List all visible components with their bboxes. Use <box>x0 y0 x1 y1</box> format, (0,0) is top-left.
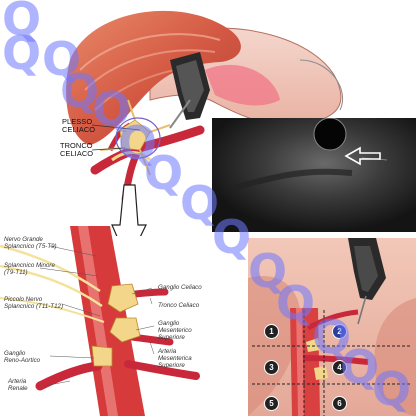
injection-site-6-badge: 6 <box>332 396 347 411</box>
injection-site-4-badge: 4 <box>332 360 347 375</box>
ultrasound-arrow-icon <box>344 146 381 166</box>
celiac-trunk-label-bottom: Tronco Celiaco <box>158 302 200 309</box>
stomach-anatomy-drawing <box>66 10 344 236</box>
endoscopic-ultrasound-image <box>212 118 416 232</box>
celiac-plexus-drawing <box>99 99 171 176</box>
needle-injection-illustration: 1 2 3 4 5 6 <box>248 238 416 416</box>
endoscope-needle <box>348 238 386 325</box>
celiac-ganglion-label: Ganglio Celiaco <box>158 284 202 291</box>
injection-site-2-badge: 2 <box>332 324 347 339</box>
lesser-splanchnic-label: Splancnico Minore(T9-T11) <box>4 262 55 277</box>
ultrasound-scan <box>212 118 416 232</box>
injection-site-3-badge: 3 <box>264 360 279 375</box>
aorta-nerve-drawing <box>0 226 200 416</box>
celiac-ganglion-drawing <box>91 283 141 367</box>
endoscope-tip <box>169 52 210 129</box>
injection-site-1-badge: 1 <box>264 324 279 339</box>
injection-site-5-badge: 5 <box>264 396 279 411</box>
